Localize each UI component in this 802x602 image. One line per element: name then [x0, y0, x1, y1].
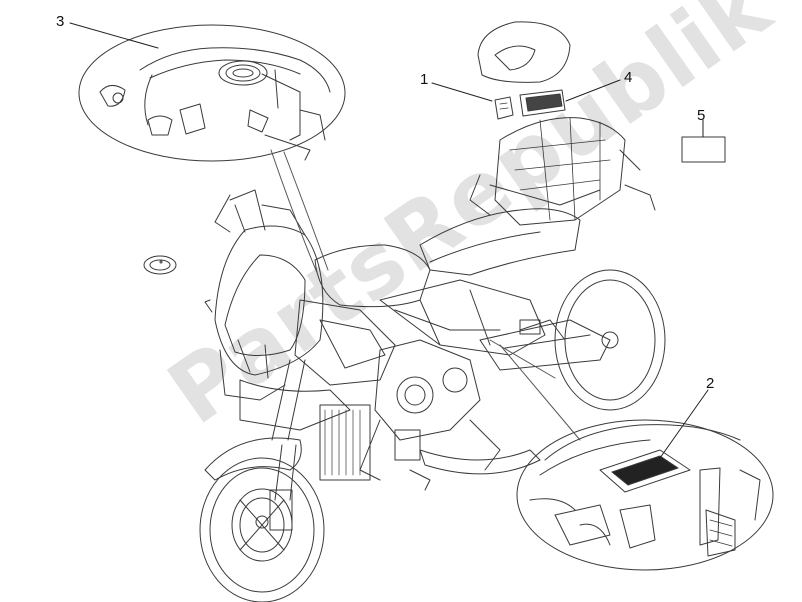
callout-1: 1 [420, 71, 429, 88]
loose-parts [477, 21, 726, 163]
callout-2: 2 [706, 375, 715, 392]
callout-leaders [69, 22, 709, 459]
motorcycle-drawing [143, 117, 666, 602]
callout-4: 4 [624, 69, 633, 86]
callout-5: 5 [697, 107, 706, 124]
detail-view-fuel-cap [78, 24, 346, 162]
callout-3: 3 [56, 13, 65, 30]
detail-view-label-plate [516, 419, 774, 571]
